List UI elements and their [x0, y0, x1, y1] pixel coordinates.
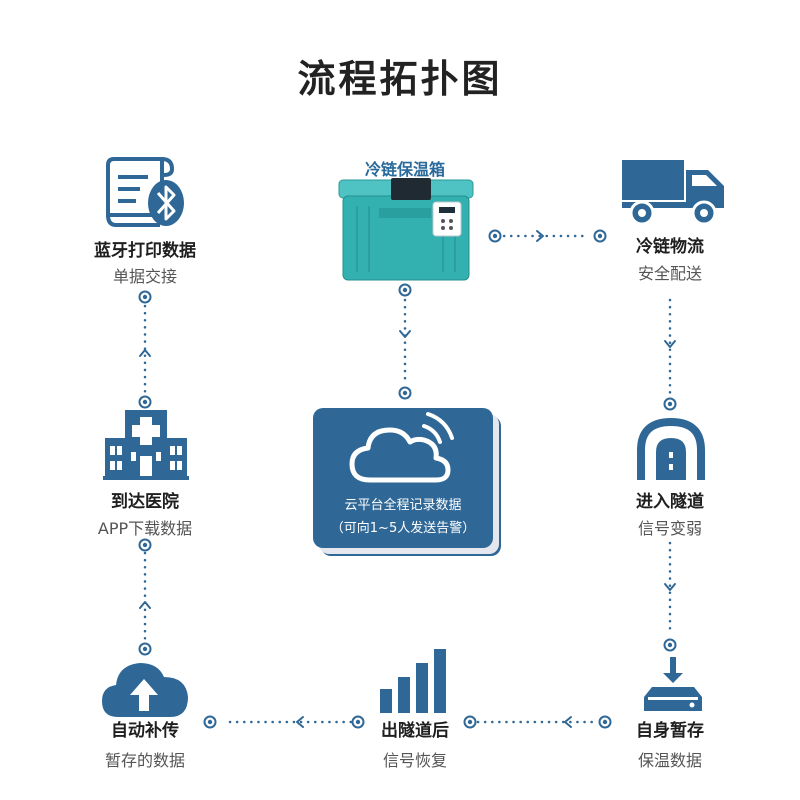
- tunnel-label: 进入隧道: [636, 492, 704, 512]
- truck-label: 冷链物流: [636, 237, 704, 257]
- upload-label: 自动补传: [111, 721, 179, 741]
- truck-icon: [622, 160, 724, 226]
- signal-label: 出隧道后: [381, 721, 449, 741]
- cloud-line1: 云平台全程记录数据: [344, 498, 462, 513]
- hospital-label: 到达医院: [111, 492, 179, 512]
- storage-download-icon: [644, 657, 702, 711]
- storage-sub: 保温数据: [637, 751, 702, 770]
- coolbox-label: 冷链保温箱: [364, 160, 445, 179]
- bluetooth-sub: 单据交接: [112, 267, 177, 286]
- bluetooth-receipt-icon: [106, 157, 184, 227]
- upload-sub: 暂存的数据: [104, 751, 185, 770]
- storage-label: 自身暂存: [636, 721, 704, 741]
- tunnel-sub: 信号变弱: [637, 519, 702, 538]
- hospital-icon: [103, 410, 189, 480]
- cold-chain-box-icon: [338, 178, 474, 281]
- tunnel-icon: [637, 417, 705, 480]
- truck-sub: 安全配送: [637, 264, 702, 283]
- cloud-upload-icon: [102, 663, 188, 717]
- bluetooth-label: 蓝牙打印数据: [94, 241, 196, 261]
- cloud-signal-icon: [349, 412, 454, 483]
- hospital-sub: APP下载数据: [97, 519, 193, 538]
- signal-sub: 信号恢复: [382, 751, 447, 770]
- page-title: 流程拓扑图: [297, 57, 503, 101]
- signal-bars-icon: [380, 649, 446, 713]
- cloud-line2: （可向1~5人发送告警）: [330, 521, 476, 536]
